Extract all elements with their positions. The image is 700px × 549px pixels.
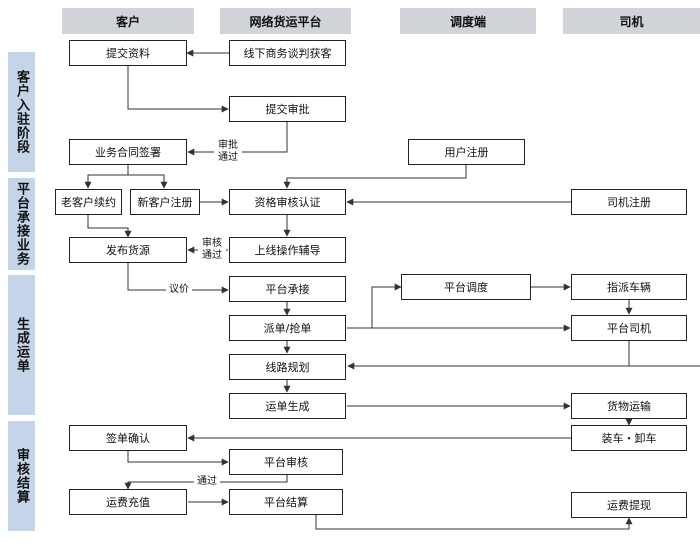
edge-label-approved: 审批 通过 <box>214 140 242 164</box>
lane-header-customer: 客户 <box>62 8 194 34</box>
node-freight-withdraw[interactable]: 运费提现 <box>571 492 687 518</box>
stage-settlement: 审核结算 <box>8 421 35 531</box>
node-submit-docs[interactable]: 提交资料 <box>69 40 187 66</box>
node-publish-cargo[interactable]: 发布货源 <box>69 237 187 263</box>
node-dispatch-grab[interactable]: 派单/抢单 <box>229 315 346 341</box>
stage-undertaking: 平台承接业务 <box>8 178 35 270</box>
node-driver-register[interactable]: 司机注册 <box>571 189 687 215</box>
node-sign-confirm[interactable]: 签单确认 <box>69 425 187 451</box>
lane-header-dispatch: 调度端 <box>400 8 536 34</box>
stage-onboarding: 客户入驻阶段 <box>8 52 35 172</box>
node-qualification-review[interactable]: 资格审核认证 <box>229 189 346 215</box>
lane-header-driver: 司机 <box>563 8 700 34</box>
edge-label-passed: 通过 <box>194 476 220 488</box>
node-route-planning[interactable]: 线路规划 <box>229 354 346 380</box>
lane-header-platform: 网络货运平台 <box>220 8 351 34</box>
node-offline-biz[interactable]: 线下商务谈判获客 <box>229 40 346 66</box>
node-load-unload[interactable]: 装车・卸车 <box>571 425 687 451</box>
node-user-register[interactable]: 用户注册 <box>408 139 525 165</box>
stage-waybill: 生成运单 <box>8 275 35 415</box>
node-platform-audit[interactable]: 平台审核 <box>229 449 343 475</box>
node-waybill-generate[interactable]: 运单生成 <box>229 393 346 419</box>
node-old-customer-renew[interactable]: 老客户续约 <box>55 189 122 215</box>
node-platform-settlement[interactable]: 平台结算 <box>229 489 343 515</box>
node-assign-vehicle[interactable]: 指派车辆 <box>571 274 687 300</box>
node-platform-dispatch[interactable]: 平台调度 <box>401 274 531 300</box>
node-submit-review[interactable]: 提交审批 <box>229 96 346 122</box>
node-platform-accept[interactable]: 平台承接 <box>229 276 346 302</box>
node-cargo-transport[interactable]: 货物运输 <box>571 393 687 419</box>
node-new-customer-register[interactable]: 新客户注册 <box>130 189 200 215</box>
node-contract-sign[interactable]: 业务合同签署 <box>69 139 187 165</box>
node-platform-driver[interactable]: 平台司机 <box>571 315 687 341</box>
node-freight-recharge[interactable]: 运费充值 <box>69 489 187 515</box>
edge-label-reviewed: 审核 通过 <box>198 238 226 262</box>
edge-label-negotiate: 议价 <box>166 284 192 296</box>
node-online-assist[interactable]: 上线操作辅导 <box>229 237 346 263</box>
